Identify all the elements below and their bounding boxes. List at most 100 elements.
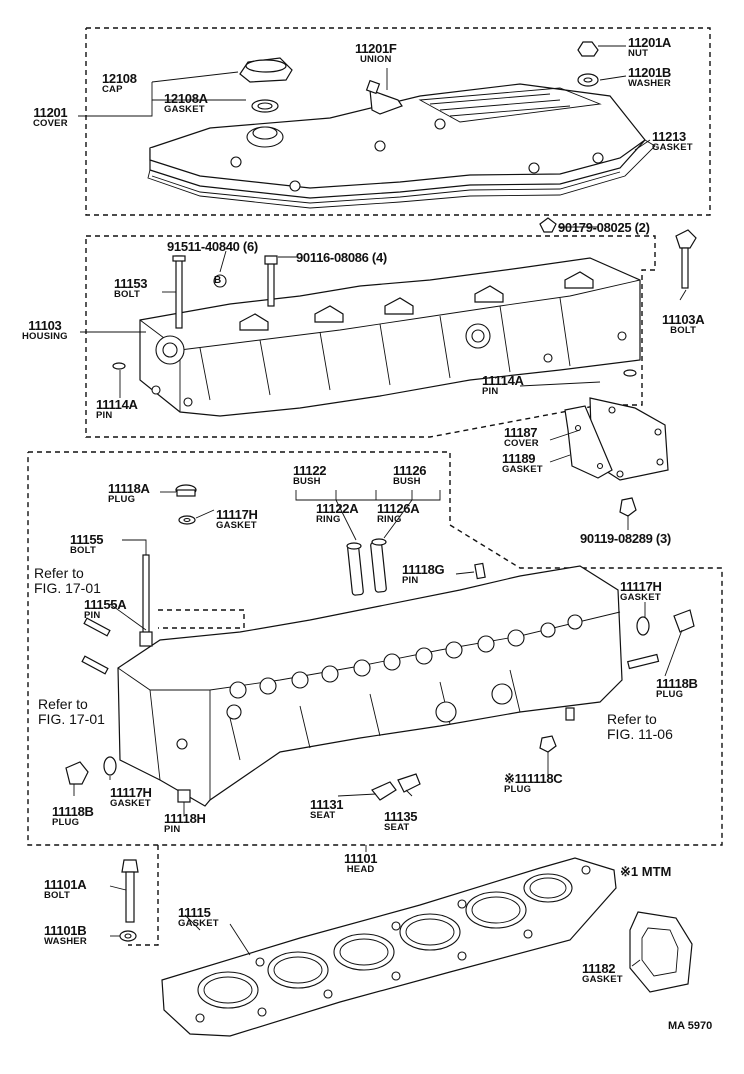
bolt-marker-b: B <box>214 275 222 286</box>
head-small-parts-drawing <box>65 484 695 803</box>
part-number: 11117H <box>216 507 258 522</box>
part-number: 11117H <box>110 785 152 800</box>
part-label-11118B-left: 11118B PLUG <box>52 805 94 828</box>
part-description: COVER <box>504 438 539 449</box>
part-number: 12108A <box>164 91 208 106</box>
part-number: 11101 <box>344 851 378 866</box>
part-label-11187: 11187 COVER <box>504 426 539 449</box>
bolt-washer-box <box>158 609 245 629</box>
part-description: PLUG <box>52 817 80 828</box>
part-label-11114A-right: 11114A PIN <box>482 374 524 397</box>
refer-to-fig-17-01-upper: Refer to FIG. 17-01 <box>34 565 101 597</box>
part-description: NUT <box>628 48 649 59</box>
part-number: 11118B <box>52 804 94 819</box>
part-label-11117H-top: 11117H GASKET <box>216 508 258 531</box>
part-label-90179: 90179-08025 (2) <box>558 221 650 234</box>
part-description: HEAD <box>346 864 375 875</box>
cap-drawing <box>239 57 293 113</box>
part-description: BUSH <box>393 476 421 487</box>
part-description: GASKET <box>502 464 543 475</box>
part-description: WASHER <box>44 936 87 947</box>
part-label-11101: 11101 HEAD <box>344 851 378 875</box>
cylinder-head-drawing <box>117 565 623 807</box>
part-description: GASKET <box>582 974 623 985</box>
part-number: 91511-40840 (6) <box>167 239 258 254</box>
part-number: 11115 <box>178 905 211 920</box>
part-label-11103: 11103 HOUSING <box>22 319 68 342</box>
part-description: GASKET <box>620 592 661 603</box>
head-group-box <box>27 451 723 846</box>
part-label-11118G: 11118G PIN <box>402 563 445 586</box>
part-number: 11126 <box>393 463 427 478</box>
part-label-11118H: 11118H PIN <box>164 812 206 835</box>
part-label-11201A: 11201A NUT <box>628 36 671 59</box>
part-label-11201B: 11201B WASHER <box>628 66 671 89</box>
head-gasket-drawing <box>161 857 617 1037</box>
part-label-11135: 11135 SEAT <box>384 809 418 833</box>
part-description: BOLT <box>670 325 697 336</box>
part-description: PIN <box>164 824 181 835</box>
part-number: 11182 <box>582 961 616 976</box>
part-label-11101A: 11101A BOLT <box>44 877 87 901</box>
part-number: 11118A <box>108 481 150 496</box>
part-label-11213: 11213 GASKET <box>652 130 693 153</box>
part-label-11201: 11201 COVER <box>33 106 68 129</box>
camshaft-housing-drawing <box>139 257 641 417</box>
part-label-11155A: 11155A PIN <box>84 597 127 621</box>
drawing-code: MA 5970 <box>668 1020 713 1032</box>
union-drawing <box>365 79 403 115</box>
refer-to-fig-11-06: Refer to FIG. 11-06 <box>607 711 673 743</box>
part-number: 11189 <box>502 451 536 466</box>
part-number: 11114A <box>96 397 138 412</box>
footnote-mtm: ※1 MTM <box>620 864 672 879</box>
part-description: PIN <box>84 610 101 621</box>
head-bolt-drawing <box>119 859 139 942</box>
part-number: 11103A <box>662 312 705 327</box>
part-description: PLUG <box>656 689 684 700</box>
part-number: 11135 <box>384 809 418 824</box>
part-label-11122: 11122 BUSH <box>293 464 327 487</box>
part-number: 11118B <box>656 676 698 691</box>
part-description: SEAT <box>310 810 336 821</box>
part-label-11182: 11182 GASKET <box>582 962 623 985</box>
part-number: 11114A <box>482 373 524 388</box>
part-number: 11101A <box>44 877 87 892</box>
part-label-11118A: 11118A PLUG <box>108 482 150 505</box>
part-description: GASKET <box>164 104 205 115</box>
part-number: 11103 <box>28 318 62 333</box>
cover-group-box <box>85 27 711 216</box>
part-number: 11122A <box>316 501 359 516</box>
part-description: GASKET <box>216 520 257 531</box>
part-description: GASKET <box>178 918 219 929</box>
part-number: 11101B <box>44 923 87 938</box>
part-label-11101B: 11101B WASHER <box>44 924 87 947</box>
part-number: 90119-08289 (3) <box>580 531 671 546</box>
part-label-11153: 11153 BOLT <box>114 277 148 300</box>
part-description: CAP <box>102 84 123 95</box>
part-number: 90116-08086 (4) <box>296 250 387 265</box>
part-description: PIN <box>402 575 419 586</box>
part-label-11117H-left: 11117H GASKET <box>110 786 152 809</box>
part-number: 11201B <box>628 65 672 80</box>
part-description: GASKET <box>110 798 151 809</box>
part-description: PIN <box>482 386 499 397</box>
part-number: 11201F <box>355 41 397 56</box>
part-number: ※111118C <box>504 771 563 786</box>
part-label-111118C: ※111118C PLUG <box>504 771 563 795</box>
part-label-11117H-right: 11117H GASKET <box>620 580 662 603</box>
part-description: COVER <box>33 118 68 129</box>
nut-washer-drawing <box>577 41 599 87</box>
part-description: UNION <box>359 54 392 65</box>
part-label-11115: 11115 GASKET <box>178 906 219 929</box>
part-description: BUSH <box>293 476 321 487</box>
part-description: SEAT <box>384 822 410 833</box>
head-bolt-box <box>128 845 159 946</box>
part-number: 11201A <box>628 35 672 50</box>
part-description: BOLT <box>70 545 96 556</box>
part-description: PLUG <box>504 784 532 795</box>
part-label-11114A-left: 11114A PIN <box>96 398 138 421</box>
part-number: 11155A <box>84 597 127 612</box>
part-number: 90179-08025 (2) <box>558 220 650 235</box>
part-label-12108A: 12108A GASKET <box>164 92 208 115</box>
